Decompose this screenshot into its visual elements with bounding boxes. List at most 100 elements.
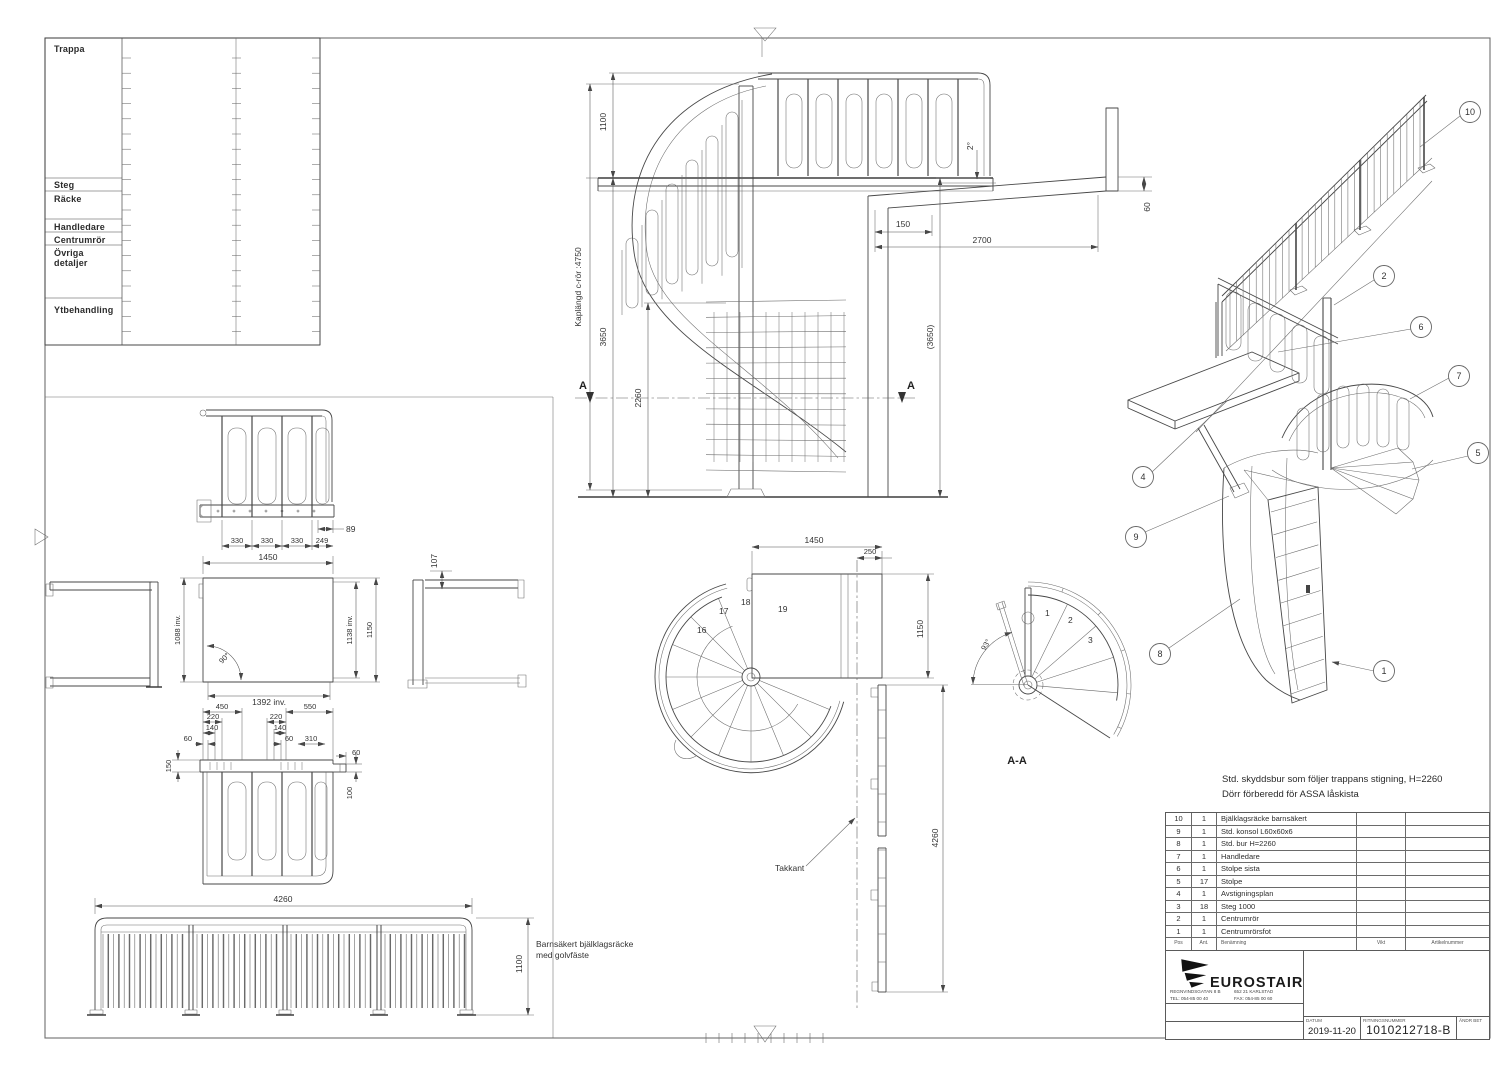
stair-plan-dimensions <box>751 544 934 679</box>
spec-label-handledare: Handledare <box>54 222 105 232</box>
dim-550: 550 <box>304 702 317 711</box>
cell-pos: 7 <box>1166 850 1192 862</box>
fastener-dots <box>199 504 316 518</box>
landing-rail-loops <box>785 93 953 169</box>
dim-1450-plan: 1450 <box>805 535 824 545</box>
company-fax: FAX: 054-85 00 60 <box>1234 996 1273 1001</box>
cell-pos: 10 <box>1166 813 1192 825</box>
detail-posts <box>221 772 313 876</box>
cell-qty: 1 <box>1192 863 1217 875</box>
spec-label-ovriga-2: detaljer <box>54 258 88 268</box>
detail-loops <box>227 781 307 861</box>
section-aa-dimensions <box>970 632 1028 685</box>
dim-1392-inv: 1392 inv. <box>252 697 286 707</box>
dim-150: 150 <box>896 219 910 229</box>
company-address-2: 652 21 KARLSTAD <box>1234 989 1274 994</box>
title-block-company-area: EUROSTAIR REGNVINDSGATAN 8 B 652 21 KARL… <box>1166 951 1304 1039</box>
iso-spiral-loops <box>1296 383 1410 461</box>
detail-dimensions <box>172 708 362 782</box>
cell-name: Steg 1000 <box>1217 900 1357 912</box>
dim-60-mid: 60 <box>285 734 293 743</box>
cell-article <box>1406 826 1489 838</box>
balloon-leaders <box>1144 115 1469 672</box>
rule-ticks-col2 <box>232 57 241 332</box>
cell-article <box>1406 888 1489 900</box>
dim-100-detail: 100 <box>345 787 354 800</box>
cell-qty: 1 <box>1192 913 1217 925</box>
parts-list-header-row: Pos Ant. Benämning Vikt Artikelnummer <box>1166 938 1489 950</box>
cell-weight <box>1357 850 1406 862</box>
dim-150-detail: 150 <box>164 760 173 773</box>
balusters-panel-3 <box>290 934 372 1008</box>
cell-name: Centrumrör <box>1217 913 1357 925</box>
cell-article <box>1406 813 1489 825</box>
balloon-2: 2 <box>1381 271 1386 281</box>
company-address-1: REGNVINDSGATAN 8 B <box>1170 989 1221 994</box>
cell-article <box>1406 901 1489 913</box>
section-aa-view: 93° 1 2 3 A-A <box>970 581 1132 767</box>
note-line-2: Dörr förberedd för ASSA låskista <box>1222 789 1359 800</box>
iso-railing-balusters <box>1229 101 1421 347</box>
cell-name: Std. bur H=2260 <box>1217 838 1357 850</box>
dim-angle-2: 2° <box>965 142 975 150</box>
cell-qty: 1 <box>1192 850 1217 862</box>
dim-450: 450 <box>216 702 229 711</box>
dim-330-3: 330 <box>291 536 304 545</box>
cell-pos: 1 <box>1166 925 1192 937</box>
company-logo: EUROSTAIR REGNVINDSGATAN 8 B 652 21 KARL… <box>1166 951 1303 1003</box>
cell-name: Std. konsol L60x60x6 <box>1217 825 1357 837</box>
elevation-dimensions <box>575 72 1152 498</box>
dim-89: 89 <box>346 524 356 534</box>
cell-qty: 18 <box>1192 900 1217 912</box>
cell-weight <box>1357 813 1406 825</box>
step-number-16: 16 <box>697 625 707 635</box>
spiral-left-loops <box>625 111 739 309</box>
balloon-4: 4 <box>1140 472 1145 482</box>
fastener-ticks-mid <box>280 762 303 770</box>
railing-dimensions <box>221 520 344 550</box>
drawing-number-value: 1010212718-B <box>1366 1023 1451 1037</box>
cell-weight <box>1357 863 1406 875</box>
dim-2700: 2700 <box>973 235 992 245</box>
spec-label-centrumror: Centrumrör <box>54 235 106 245</box>
rule-ticks-col1 <box>122 57 131 332</box>
balusters-panel-1 <box>102 934 184 1008</box>
section-mark-a-right: A <box>907 380 915 392</box>
company-phone: TEL: 054-85 00 40 <box>1170 996 1209 1001</box>
cell-name: Centrumrörsfot <box>1217 925 1357 937</box>
elevation-view: Kaplängd c-rör :4750 1100 3650 2260 (365… <box>573 72 1152 498</box>
cell-pos: 3 <box>1166 900 1192 912</box>
spec-label-ytbehandling: Ytbehandling <box>54 305 113 315</box>
cell-qty: 1 <box>1192 813 1217 825</box>
date-label: DATUM <box>1306 1017 1322 1023</box>
balloon-callouts: 10 2 6 7 5 4 9 8 1 <box>1125 101 1489 682</box>
section-mark-a-left: A <box>579 380 587 392</box>
dim-250-plan: 250 <box>864 547 877 556</box>
railing-note-line1: Barnsäkert bjälklagsräcke <box>536 939 634 949</box>
step-number-19: 19 <box>778 604 788 614</box>
balusters-panel-2 <box>196 934 278 1008</box>
balloon-7: 7 <box>1456 371 1461 381</box>
step-number-3: 3 <box>1088 635 1093 645</box>
step-number-18: 18 <box>741 597 751 607</box>
dim-220-right: 220 <box>270 712 283 721</box>
railing-top-view: 89 330 330 330 249 <box>196 409 356 550</box>
dim-140-left: 140 <box>206 723 219 732</box>
cell-pos: 6 <box>1166 863 1192 875</box>
title-block-empty-strip-1 <box>1166 1003 1303 1021</box>
rule-ticks-col3 <box>312 57 320 332</box>
long-railing-view: 4260 1100 Barnsäkert bjälklagsräcke med … <box>87 894 634 1016</box>
cell-pos: 2 <box>1166 913 1192 925</box>
header-pos: Pos <box>1166 938 1192 950</box>
cell-pos: 8 <box>1166 838 1192 850</box>
railing-posts-b <box>192 925 382 1010</box>
roof-edge-section: 4260 Takkant <box>775 684 948 993</box>
revision-field: ÄNDR BET <box>1457 1017 1489 1039</box>
dim-3650-left: 3650 <box>598 327 608 346</box>
header-weight: Vikt <box>1357 938 1406 950</box>
platform-plan-view: 1450 1088 inv. 1138 inv. 1150 1392 inv. … <box>173 552 380 707</box>
